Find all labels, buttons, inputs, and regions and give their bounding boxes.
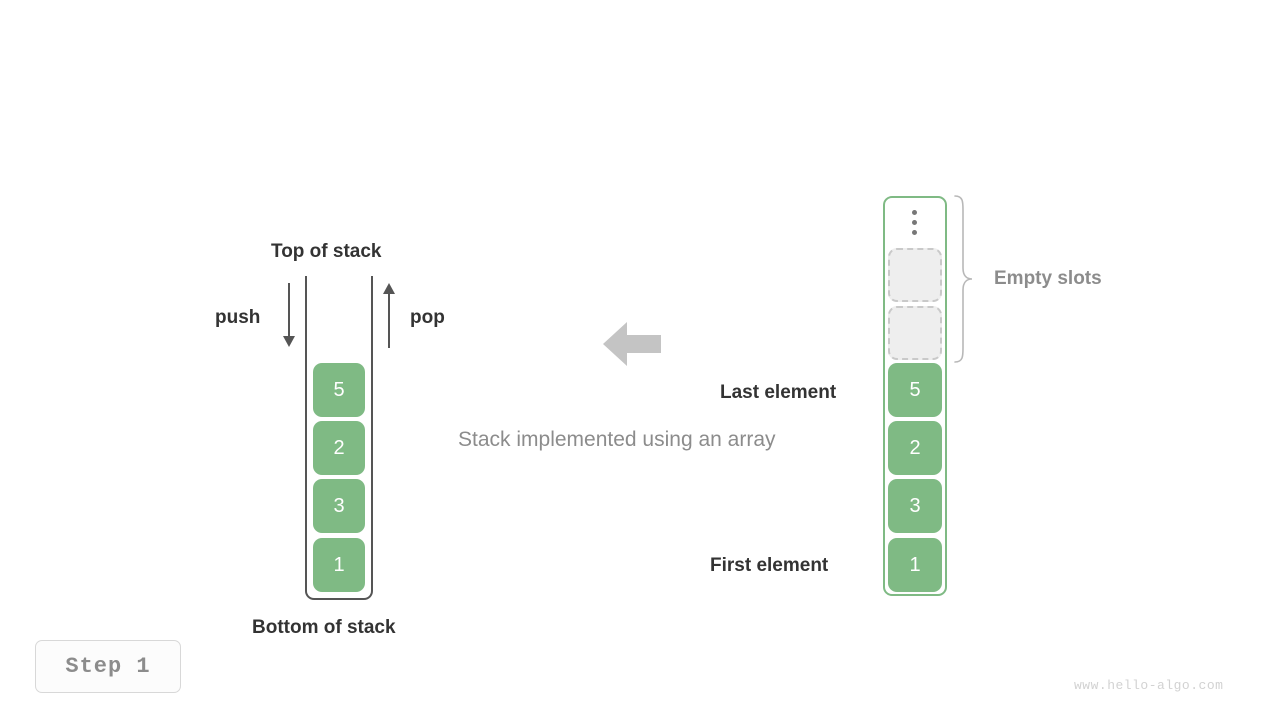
- array-element: 2: [888, 421, 942, 475]
- pop-label: pop: [410, 307, 445, 328]
- stack-element: 5: [313, 363, 365, 417]
- stack-element: 2: [313, 421, 365, 475]
- watermark: www.hello-algo.com: [1074, 678, 1224, 693]
- array-element: 5: [888, 363, 942, 417]
- array-element: 3: [888, 479, 942, 533]
- stack-diagram-group: Top of stack push pop 5 2 3 1 Bottom of …: [215, 241, 445, 638]
- top-of-stack-label: Top of stack: [271, 241, 382, 262]
- diagram-caption: Stack implemented using an array: [458, 428, 776, 451]
- arrow-left-icon: [600, 318, 664, 375]
- stack-element: 1: [313, 538, 365, 592]
- stack-container: [305, 276, 373, 600]
- step-badge: Step 1: [35, 640, 181, 693]
- first-element-label: First element: [710, 555, 829, 576]
- push-label: push: [215, 307, 261, 328]
- bottom-of-stack-label: Bottom of stack: [252, 617, 396, 638]
- last-element-label: Last element: [720, 382, 837, 403]
- empty-slot: [888, 248, 942, 302]
- vertical-ellipsis-icon: [910, 210, 918, 238]
- array-element: 1: [888, 538, 942, 592]
- empty-slots-label: Empty slots: [994, 268, 1102, 289]
- empty-slot: [888, 306, 942, 360]
- curly-brace-icon: [952, 194, 974, 369]
- stack-element: 3: [313, 479, 365, 533]
